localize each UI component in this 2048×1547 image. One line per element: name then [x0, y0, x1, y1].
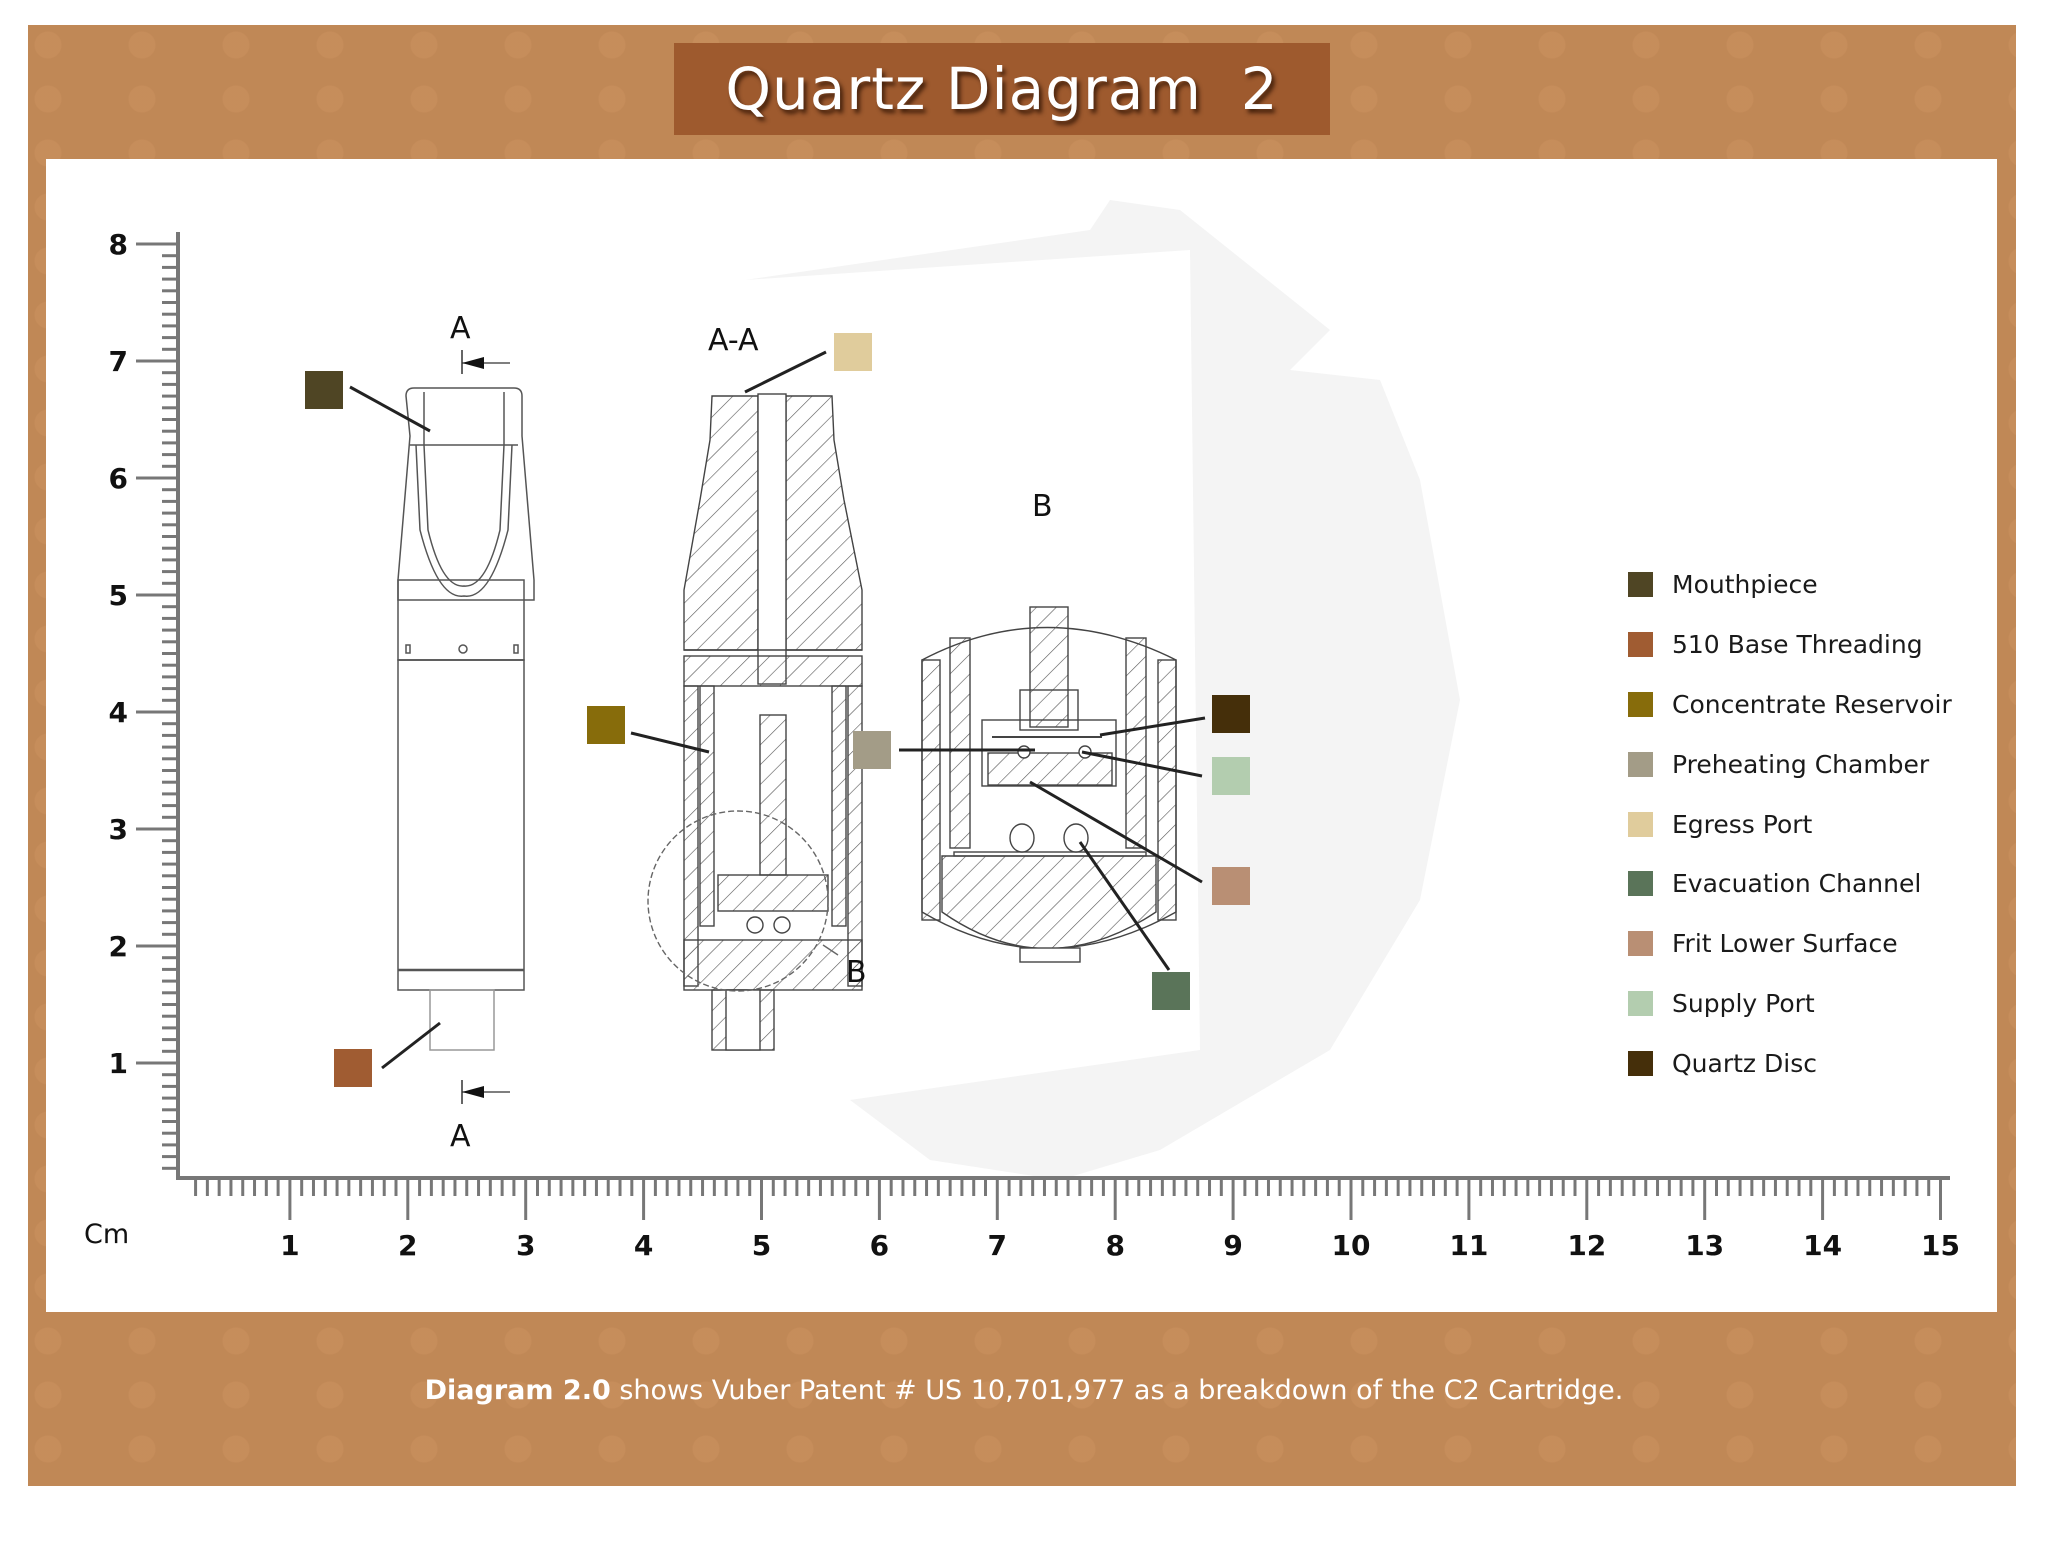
section-view-label: A-A — [708, 323, 759, 358]
legend: Mouthpiece 510 Base Threading Concentrat… — [1628, 555, 1952, 1093]
svg-text:13: 13 — [1685, 1229, 1724, 1262]
swatch-icon — [1628, 691, 1653, 717]
svg-text:8: 8 — [109, 228, 128, 261]
callout-510-base-threading — [334, 1049, 372, 1087]
legend-item-preheating-chamber: Preheating Chamber — [1628, 734, 1952, 794]
svg-text:4: 4 — [634, 1229, 653, 1262]
swatch-icon — [1628, 990, 1653, 1016]
x-axis — [176, 1176, 1950, 1220]
detail-ref-label: B — [846, 955, 867, 990]
swatch-icon — [1628, 632, 1653, 658]
svg-text:3: 3 — [516, 1229, 535, 1262]
legend-item-supply-port: Supply Port — [1628, 974, 1952, 1034]
detail-view-label: B — [1032, 489, 1053, 524]
callout-lines — [349, 350, 1206, 1070]
svg-text:8: 8 — [1105, 1229, 1124, 1262]
swatch-icon — [1628, 871, 1653, 897]
svg-text:1: 1 — [280, 1229, 299, 1262]
svg-text:9: 9 — [1223, 1229, 1242, 1262]
swatch-icon — [1628, 572, 1653, 598]
svg-text:5: 5 — [752, 1229, 771, 1262]
cartridge-exterior-drawing — [397, 387, 535, 1051]
svg-text:6: 6 — [870, 1229, 889, 1262]
legend-item-mouthpiece: Mouthpiece — [1628, 555, 1952, 615]
caption-text: shows Vuber Patent # US 10,701,977 as a … — [610, 1375, 1624, 1406]
callout-swatches — [305, 333, 1250, 1087]
caption-bold: Diagram 2.0 — [424, 1375, 611, 1406]
detail-b-drawing — [921, 606, 1177, 963]
callout-evacuation-channel — [1152, 972, 1190, 1010]
caption: Diagram 2.0 shows Vuber Patent # US 10,7… — [0, 1375, 2048, 1406]
section-marker-bottom: A — [450, 1080, 510, 1154]
legend-item-510-base-threading: 510 Base Threading — [1628, 615, 1952, 675]
unit-label: Cm — [84, 1219, 129, 1250]
legend-item-evacuation-channel: Evacuation Channel — [1628, 854, 1952, 914]
svg-text:12: 12 — [1567, 1229, 1606, 1262]
swatch-icon — [1628, 811, 1653, 837]
callout-mouthpiece — [305, 371, 343, 409]
svg-text:4: 4 — [109, 696, 128, 729]
svg-text:15: 15 — [1921, 1229, 1960, 1262]
svg-text:10: 10 — [1332, 1229, 1371, 1262]
title-banner: Quartz Diagram 2 — [674, 43, 1330, 135]
svg-text:3: 3 — [109, 813, 128, 846]
svg-text:7: 7 — [988, 1229, 1007, 1262]
legend-item-quartz-disc: Quartz Disc — [1628, 1033, 1952, 1093]
legend-item-frit-lower-surface: Frit Lower Surface — [1628, 914, 1952, 974]
section-a-a-drawing — [647, 393, 863, 1051]
callout-frit-lower-surface — [1212, 867, 1250, 905]
svg-text:2: 2 — [398, 1229, 417, 1262]
callout-concentrate-reservoir — [587, 706, 625, 744]
section-marker-top: A — [450, 311, 510, 374]
swatch-icon — [1628, 751, 1653, 777]
y-tick-labels: 1 2 3 4 5 6 7 8 — [109, 228, 128, 1080]
svg-text:11: 11 — [1449, 1229, 1488, 1262]
svg-text:A: A — [450, 311, 471, 346]
svg-text:6: 6 — [109, 462, 128, 495]
svg-text:2: 2 — [109, 930, 128, 963]
svg-text:A: A — [450, 1119, 471, 1154]
callout-egress-port — [834, 333, 872, 371]
svg-text:7: 7 — [109, 345, 128, 378]
callout-supply-port — [1212, 757, 1250, 795]
svg-text:14: 14 — [1803, 1229, 1842, 1262]
legend-item-concentrate-reservoir: Concentrate Reservoir — [1628, 675, 1952, 735]
callout-quartz-disc — [1212, 695, 1250, 733]
watermark-logo — [745, 200, 1460, 1180]
y-axis — [136, 232, 180, 1180]
legend-item-egress-port: Egress Port — [1628, 794, 1952, 854]
page-title: Quartz Diagram 2 — [725, 55, 1279, 123]
svg-text:1: 1 — [109, 1047, 128, 1080]
callout-preheating-chamber — [853, 731, 891, 769]
swatch-icon — [1628, 931, 1653, 957]
swatch-icon — [1628, 1050, 1653, 1076]
svg-text:5: 5 — [109, 579, 128, 612]
